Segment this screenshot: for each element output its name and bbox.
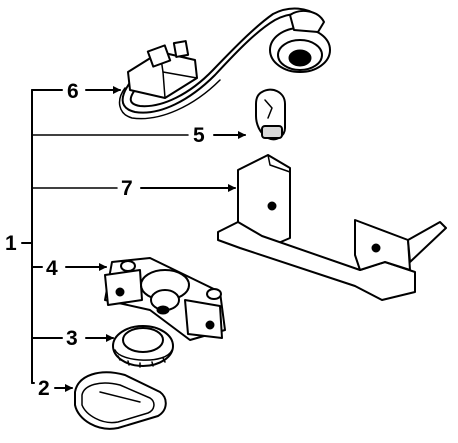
lamp-housing-part-4 [104, 257, 226, 341]
leader-line-2 [31, 382, 73, 392]
mounting-bracket-part-7 [217, 154, 447, 301]
retaining-ring-part-3 [112, 325, 174, 368]
lens-part-2 [74, 371, 167, 430]
callout-4: 4 [46, 257, 58, 280]
callout-2: 2 [38, 377, 50, 400]
callout-5: 5 [193, 124, 205, 147]
callout-1: 1 [5, 232, 17, 255]
leader-bracket [21, 89, 33, 384]
wiring-harness-part-6 [118, 7, 331, 120]
bulb-part-5 [255, 88, 286, 141]
callout-6: 6 [67, 80, 79, 103]
callout-7: 7 [121, 177, 133, 200]
callout-3: 3 [66, 327, 78, 350]
